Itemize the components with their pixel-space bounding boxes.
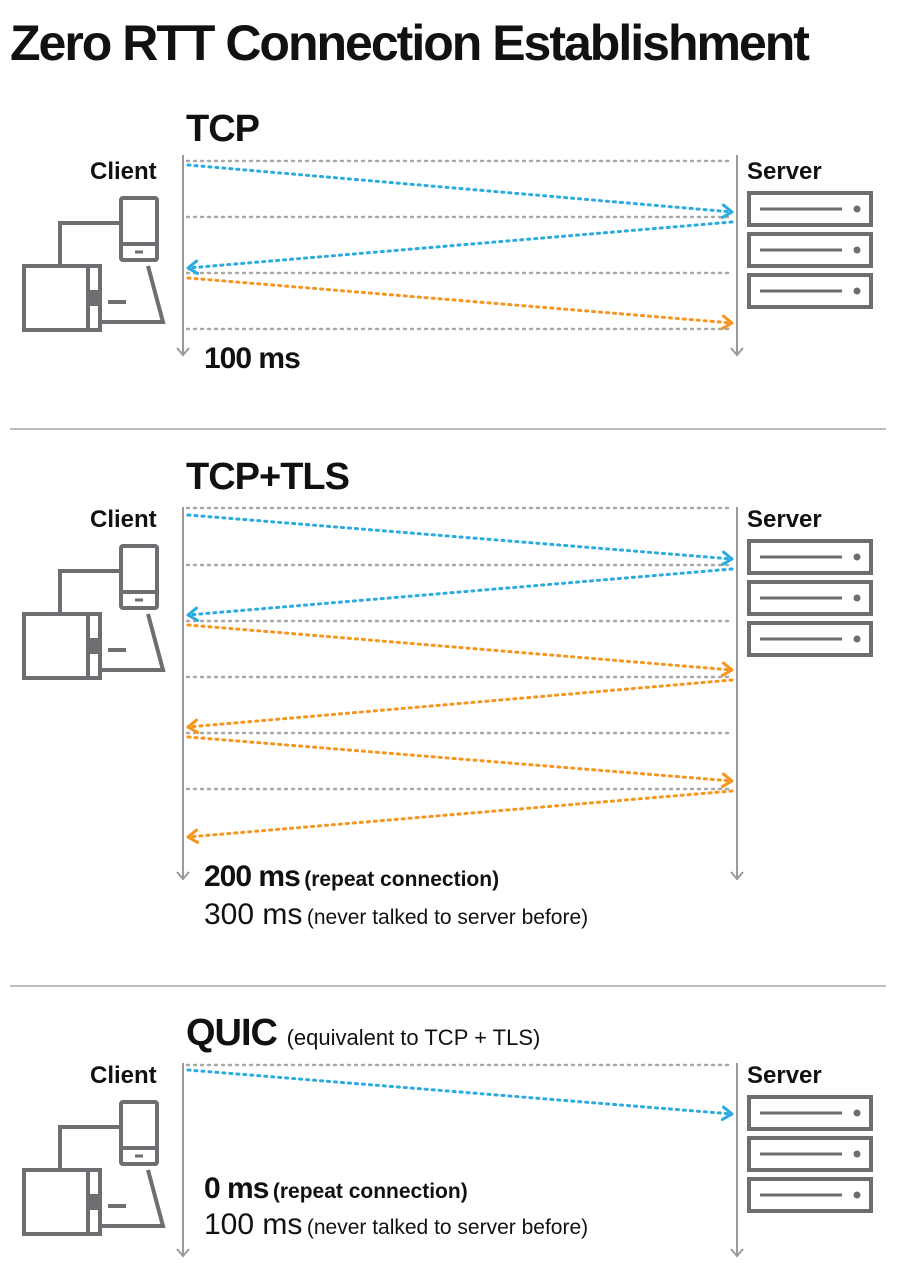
server-rack-icon (747, 191, 873, 309)
arrowhead (186, 606, 200, 622)
server-unit (747, 621, 873, 657)
server-timeline (730, 155, 744, 357)
tls-time-first-value: 300 ms (204, 898, 303, 931)
server-unit (747, 580, 873, 616)
arrowhead (720, 550, 734, 566)
client-label: Client (90, 506, 157, 533)
section-title-quic: QUIC (equivalent to TCP + TLS) (186, 1012, 540, 1055)
tls-time-repeat: 200 ms (repeat connection) (204, 860, 499, 894)
quic-time-repeat: 0 ms (repeat connection) (204, 1172, 468, 1206)
tls-time-first-note: (never talked to server before) (306, 906, 589, 929)
section-title-tcp: TCP (186, 108, 260, 150)
server-unit (747, 1136, 873, 1172)
cable (58, 569, 121, 614)
page-title: Zero RTT Connection Establishment (10, 15, 810, 71)
phone-body (119, 544, 159, 610)
request-arrow (186, 163, 734, 219)
laptop-base (100, 265, 166, 324)
laptop-phone-icon (22, 196, 166, 332)
server-timeline (730, 507, 744, 881)
laptop-screen (22, 612, 102, 680)
client-label: Client (90, 1062, 157, 1089)
request-arrow (186, 513, 734, 566)
arrowhead (720, 661, 734, 677)
tls-time-repeat-note: (repeat connection) (304, 868, 500, 891)
server-unit (747, 1095, 873, 1131)
arrowhead (720, 314, 734, 330)
laptop-phone-icon (22, 544, 166, 680)
arrowhead (186, 828, 200, 844)
quic-time-first: 100 ms (never talked to server before) (204, 1208, 588, 1242)
quic-title: QUIC (186, 1012, 278, 1054)
response-arrow (186, 735, 734, 788)
phone-body (119, 1100, 159, 1166)
laptop-screen (22, 264, 102, 332)
arrowhead (720, 1105, 734, 1121)
server-unit (747, 232, 873, 268)
arrowhead (186, 259, 200, 275)
arrowhead (720, 203, 734, 219)
server-timeline (730, 1063, 744, 1258)
client-timeline (176, 1063, 190, 1258)
server-rack-icon (747, 1095, 873, 1213)
server-rack-icon (747, 539, 873, 657)
arrowhead (186, 718, 200, 734)
request-arrow (186, 220, 734, 275)
server-label: Server (747, 1062, 822, 1089)
quic-subtitle: (equivalent to TCP + TLS) (286, 1025, 541, 1050)
quic-time-repeat-note: (repeat connection) (272, 1180, 468, 1203)
laptop-base (100, 1169, 166, 1228)
client-label: Client (90, 158, 157, 185)
server-unit (747, 191, 873, 227)
quic-time-first-value: 100 ms (204, 1208, 303, 1241)
laptop-screen (22, 1168, 102, 1236)
response-arrow (186, 678, 734, 734)
request-arrow (186, 1068, 734, 1121)
arrowhead (720, 772, 734, 788)
phone-body (119, 196, 159, 262)
quic-time-repeat-value: 0 ms (204, 1172, 269, 1205)
divider (10, 428, 886, 430)
server-label: Server (747, 158, 822, 185)
cable (58, 221, 121, 266)
client-timeline (176, 155, 190, 357)
quic-time-first-note: (never talked to server before) (306, 1216, 589, 1239)
laptop-base (100, 613, 166, 672)
response-arrow (186, 789, 734, 844)
client-timeline (176, 507, 190, 881)
section-title-tcp-tls: TCP+TLS (186, 456, 350, 498)
server-label: Server (747, 506, 822, 533)
cable (58, 1125, 121, 1170)
server-unit (747, 273, 873, 309)
divider (10, 985, 886, 987)
response-arrow (186, 623, 734, 677)
tls-time-repeat-value: 200 ms (204, 860, 301, 893)
tcp-time: 100 ms (204, 342, 301, 375)
laptop-phone-icon (22, 1100, 166, 1236)
response-arrow (186, 276, 734, 330)
server-unit (747, 539, 873, 575)
server-unit (747, 1177, 873, 1213)
request-arrow (186, 567, 734, 622)
tls-time-first: 300 ms (never talked to server before) (204, 898, 588, 932)
